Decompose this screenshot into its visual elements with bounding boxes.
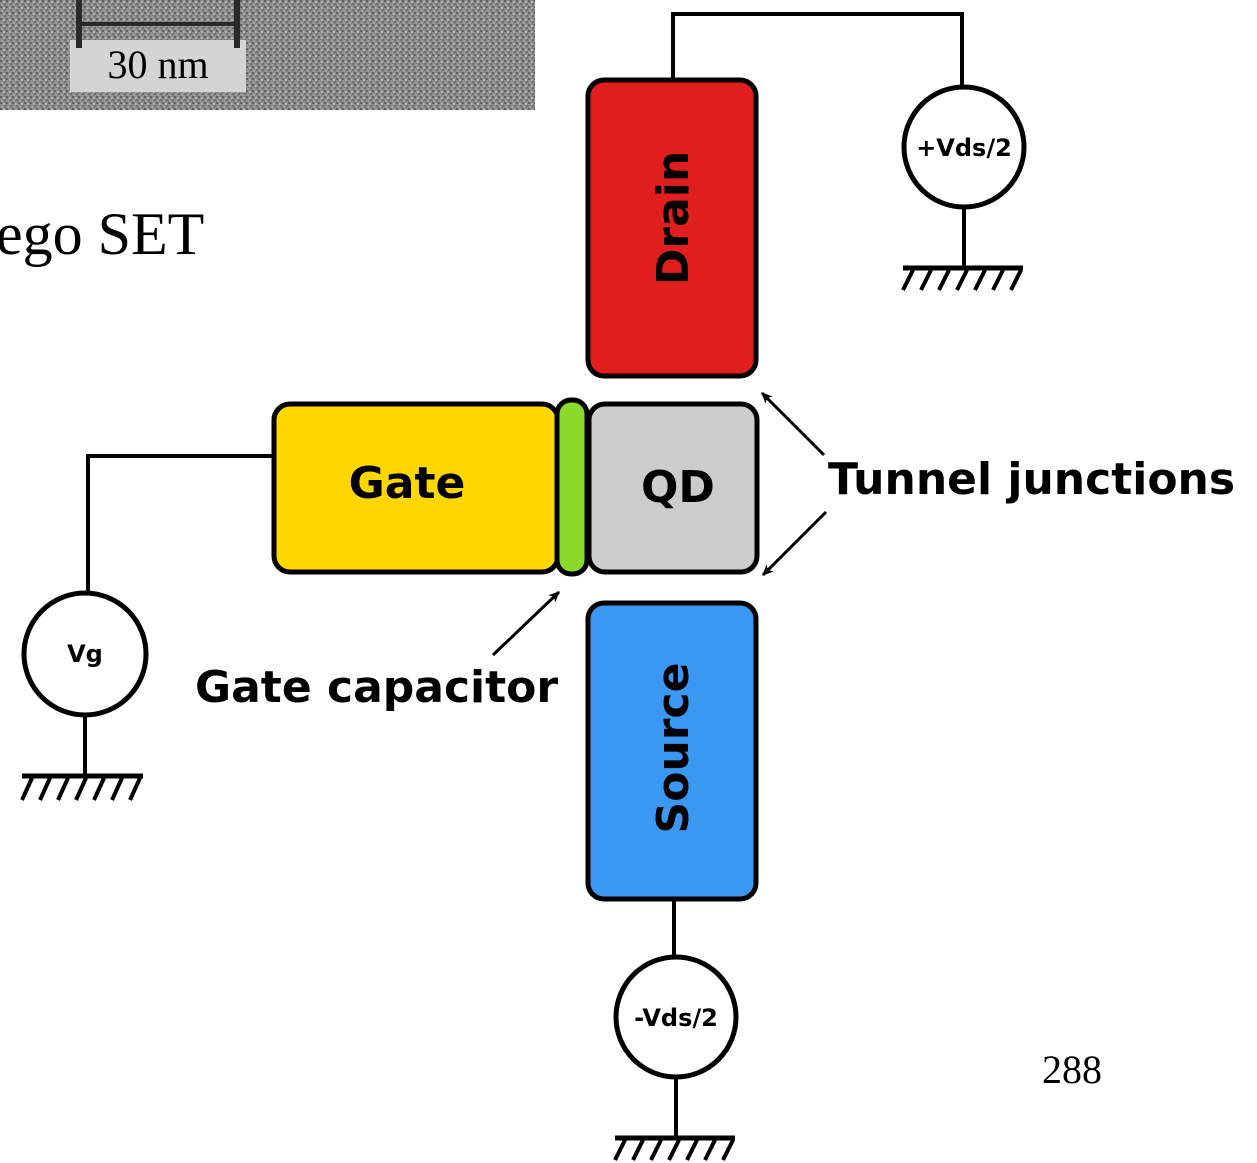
quantum-dot: QD — [586, 401, 760, 575]
tunnel-junctions-annotation: Tunnel junctions — [760, 391, 1235, 577]
ground-symbol-source — [613, 1135, 735, 1161]
source-electrode: Source — [585, 600, 759, 902]
gate-capacitor-annotation: Gate capacitor — [195, 590, 561, 713]
gate-capacitor — [554, 397, 590, 577]
gate-label: Gate — [349, 458, 466, 509]
gate-voltage-circuit: Vg — [20, 454, 274, 801]
tunnel-junction-arrow-upper — [760, 391, 826, 457]
scale-bar-label: 30 nm — [107, 42, 208, 87]
drain-voltage-circuit: +Vds/2 — [671, 12, 1027, 291]
tunnel-junction-arrow-lower — [761, 510, 828, 577]
drain-electrode: Drain — [585, 77, 759, 379]
drain-label: Drain — [648, 151, 699, 285]
tunnel-junctions-label: Tunnel junctions — [828, 454, 1235, 505]
ground-symbol-drain — [901, 265, 1023, 291]
source-voltage-label: -Vds/2 — [634, 1004, 718, 1032]
slide-title: ego SET — [0, 201, 204, 267]
gate-capacitor-arrow — [491, 590, 561, 657]
gate-voltage-label: Vg — [67, 640, 103, 668]
drain-voltage-label: +Vds/2 — [916, 134, 1012, 162]
micrograph-image: 30 nm — [0, 0, 535, 110]
source-voltage-circuit: -Vds/2 — [613, 899, 739, 1161]
ground-symbol-gate — [20, 773, 143, 801]
gate-capacitor-label: Gate capacitor — [195, 662, 558, 713]
page-number: 288 — [1042, 1047, 1102, 1092]
gate-electrode: Gate — [271, 401, 561, 575]
source-label: Source — [648, 663, 699, 834]
quantum-dot-label: QD — [641, 462, 715, 513]
